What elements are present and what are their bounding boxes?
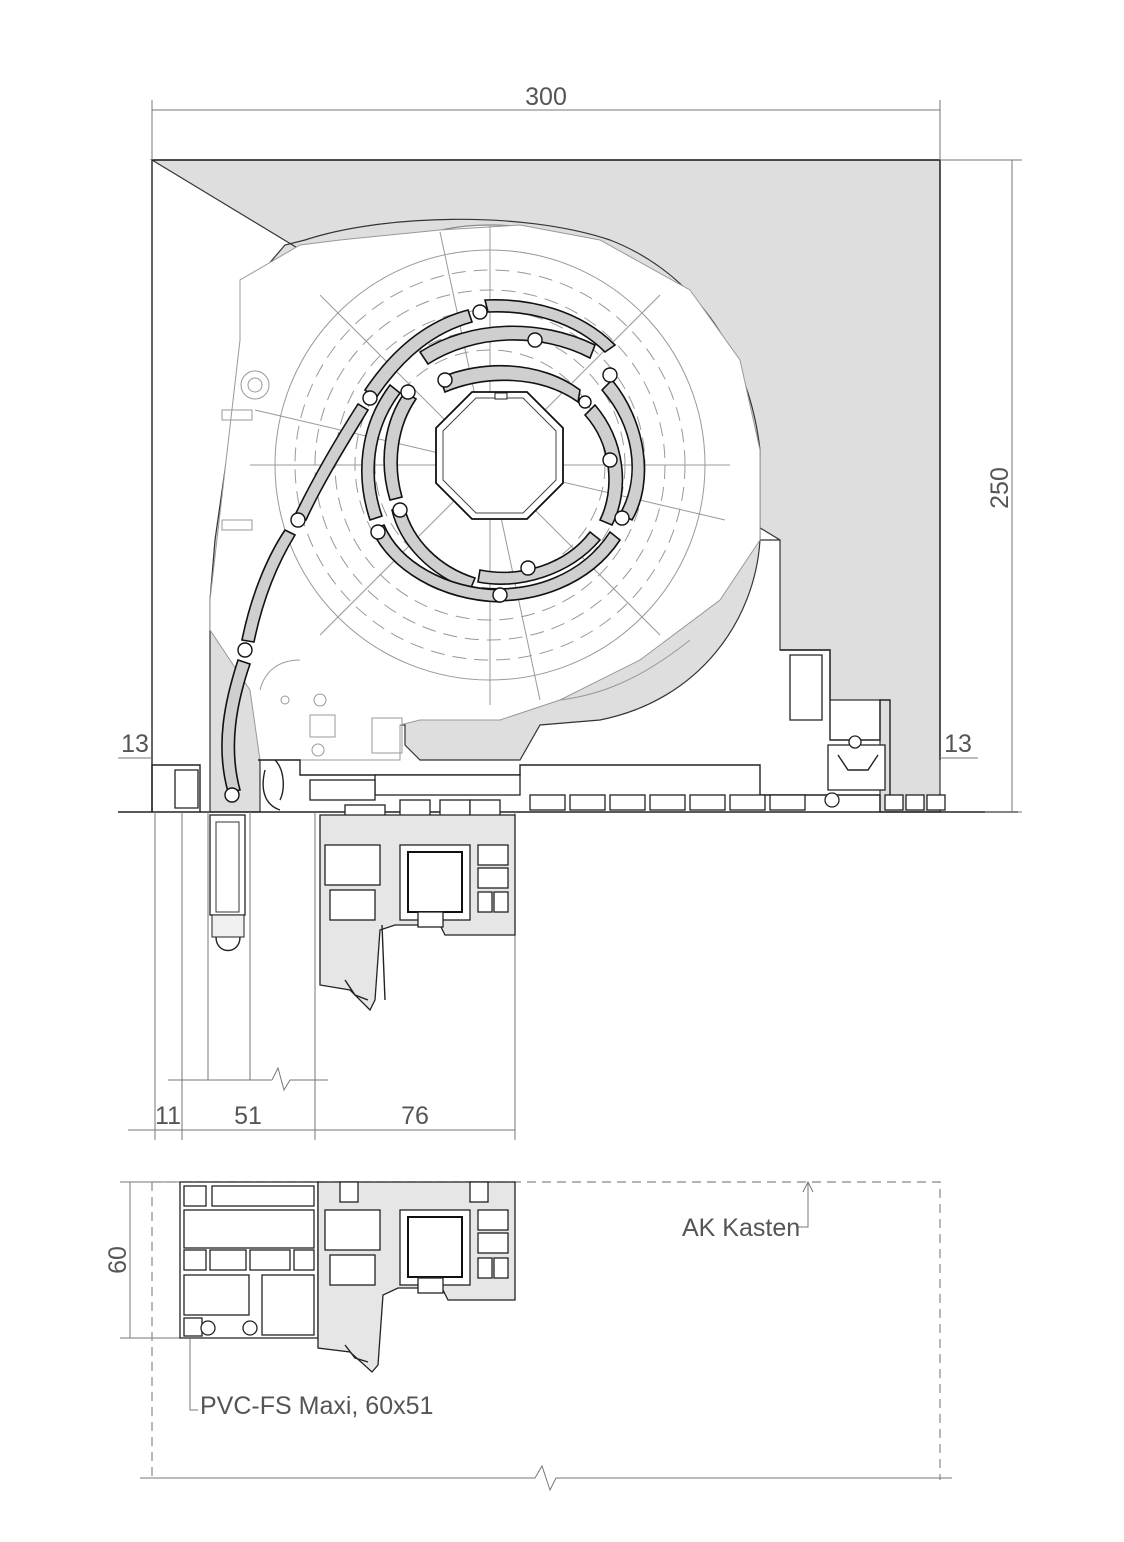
rolled-curtain — [221, 298, 646, 803]
box-bottom-profiles — [118, 649, 1018, 831]
window-frame-top — [319, 814, 516, 1012]
dim-section-height: 60 — [104, 1246, 132, 1274]
dim-bottom-51: 51 — [234, 1102, 262, 1130]
lower-detail — [140, 1180, 952, 1492]
dim-box-width: 300 — [525, 83, 567, 111]
dim-bottom-76: 76 — [401, 1102, 429, 1130]
octagonal-shaft — [435, 391, 564, 520]
pvc-fs-maxi-profile — [179, 1181, 319, 1339]
dim-right-reveal: 13 — [944, 730, 972, 758]
dimension-lines — [118, 100, 1022, 1339]
ak-kasten-label: AK Kasten — [682, 1214, 800, 1242]
dim-box-height: 250 — [986, 467, 1014, 509]
guide-rail — [154, 812, 516, 1130]
dim-bottom-11: 11 — [155, 1102, 181, 1130]
window-frame-lower — [317, 1181, 516, 1373]
dim-left-reveal: 13 — [121, 730, 149, 758]
profile-label: PVC-FS Maxi, 60x51 — [200, 1392, 433, 1420]
